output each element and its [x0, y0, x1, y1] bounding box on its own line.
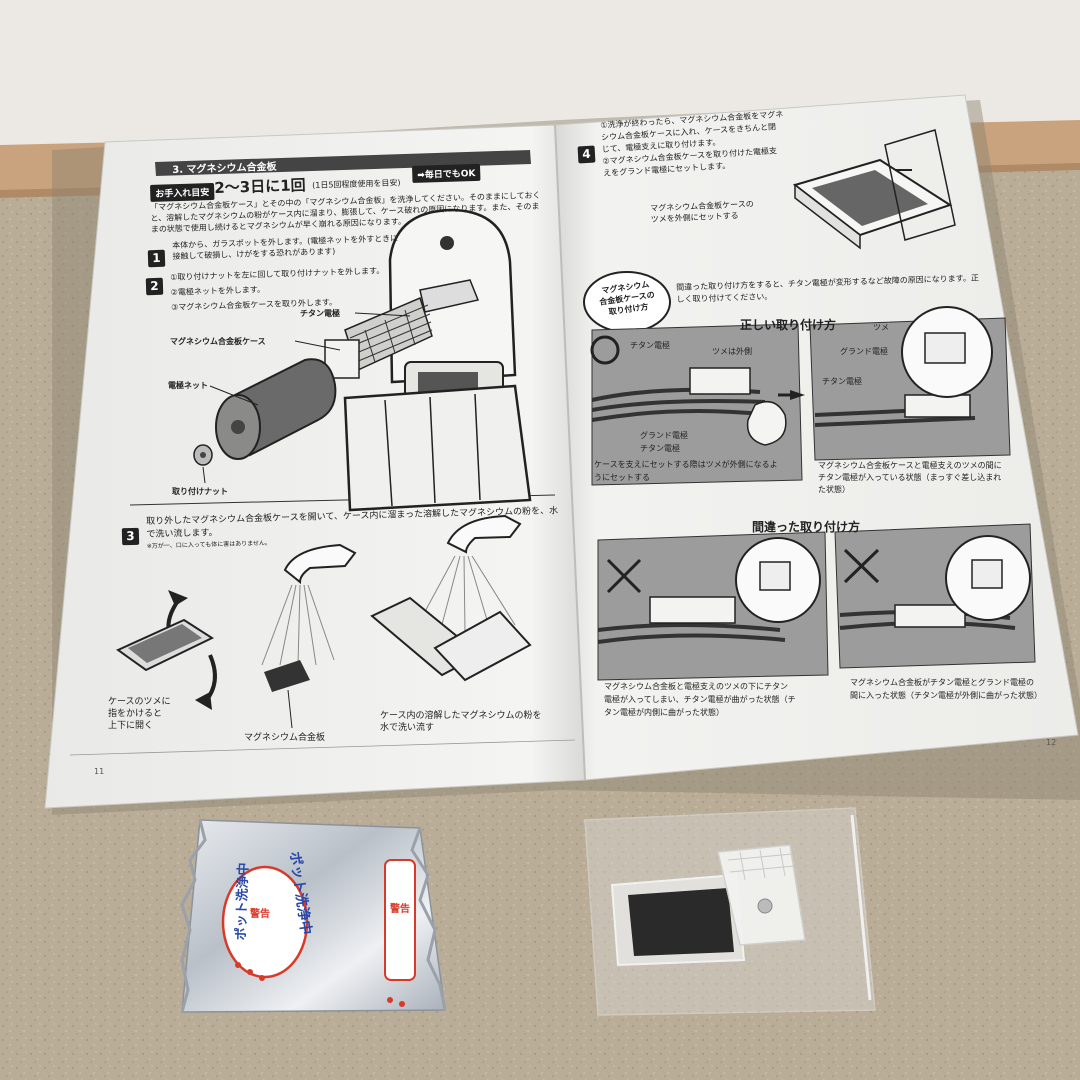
correct-install-title: 正しい取り付け方 [740, 318, 837, 332]
label-mg-case: マグネシウム合金板ケース [170, 337, 266, 346]
step-1-badge: 1 [147, 249, 166, 268]
caption-line: うにセットする [594, 473, 650, 482]
caption-line: チタン電極が入っている状態（まっすぐ差し込まれ [818, 473, 1002, 482]
caption-line: マグネシウム合金板ケースと電極支えのツメの間に [818, 461, 1002, 470]
caption-line: 電極が入ってしまい、チタン電極が曲がった状態（チ [604, 695, 796, 704]
packet-warning-side: 警告 [390, 904, 410, 915]
label-ground-right: グランド電極 [840, 347, 888, 356]
wrong-caption-a: マグネシウム合金板と電極支えのツメの下にチタン 電極が入ってしまい、チタン電極が… [604, 680, 796, 719]
label-nut: 取り付けナット [172, 487, 228, 496]
label-tab-outside: ツメは外側 [712, 347, 752, 356]
caption-line: 間に入った状態（チタン電極が外側に曲がった状態） [850, 691, 1042, 700]
correct-caption-a: ケースを支えにセットする際はツメが外側になるよ うにセットする [594, 458, 778, 484]
label-ground: グランド電極 [640, 431, 688, 440]
wrong-caption-b: マグネシウム合金板がチタン電極とグランド電極の 間に入った状態（チタン電極が外側… [850, 676, 1042, 702]
right-page-number: 12 [1046, 738, 1057, 747]
caption-line: ケース内の溶解したマグネシウムの粉を [380, 711, 542, 721]
packet-warning: 警告 [250, 909, 270, 920]
caption-line: ケースを支えにセットする際はツメが外側になるよ [594, 460, 778, 469]
wrong-install-title: 間違った取り付け方 [752, 520, 861, 534]
step-2-badge: 2 [145, 277, 164, 296]
step-2-text: ①取り付けナットを左に回して取り付けナットを外します。 ②電極ネットを外します。… [170, 263, 385, 315]
step-3-badge: 3 [121, 527, 140, 546]
care-label: お手入れ目安 [150, 182, 215, 202]
label-electrode-net: 電極ネット [168, 381, 208, 390]
correct-caption-b: マグネシウム合金板ケースと電極支えのツメの間に チタン電極が入っている状態（まっ… [818, 460, 1002, 496]
caption-line: ケースのツメに [108, 697, 171, 707]
caption-line: た状態） [818, 485, 850, 494]
label-tsume: ツメ [873, 323, 889, 332]
care-interval: 2～3日に1回 [214, 176, 306, 197]
caption-line: タン電極が内側に曲がった状態） [604, 708, 724, 717]
caption-line: 水で洗い流す [380, 723, 435, 733]
label-titan-correct: チタン電極 [630, 341, 670, 350]
label-mg-plate: マグネシウム合金板 [244, 733, 326, 743]
packet-text-side: ポット洗浄中 [233, 862, 252, 941]
label-titan-lower: チタン電極 [640, 444, 680, 453]
care-ok-badge: ➡毎日でもOK [412, 163, 481, 183]
step-4-badge: 4 [577, 145, 596, 164]
caption-line: マグネシウム合金板と電極支えのツメの下にチタン [604, 682, 788, 691]
caption-line: 上下に開く [108, 721, 154, 731]
label-titan-electrode: チタン電極 [300, 309, 340, 318]
tab-open-caption: ケースのツメに 指をかけると 上下に開く [108, 696, 171, 732]
wash-caption: ケース内の溶解したマグネシウムの粉を 水で洗い流す [380, 710, 542, 734]
label-titan-right: チタン電極 [822, 377, 862, 386]
left-page-number: 11 [94, 767, 105, 776]
step-4-text: ①洗浄が終わったら、マグネシウム合金板をマグネ シウム合金板ケースに入れ、ケース… [600, 109, 786, 180]
caption-line: 指をかけると [108, 709, 163, 719]
caption-line: マグネシウム合金板がチタン電極とグランド電極の [850, 678, 1034, 687]
case-tab-caption: マグネシウム合金板ケースの ツメを外側にセットする [650, 198, 754, 224]
